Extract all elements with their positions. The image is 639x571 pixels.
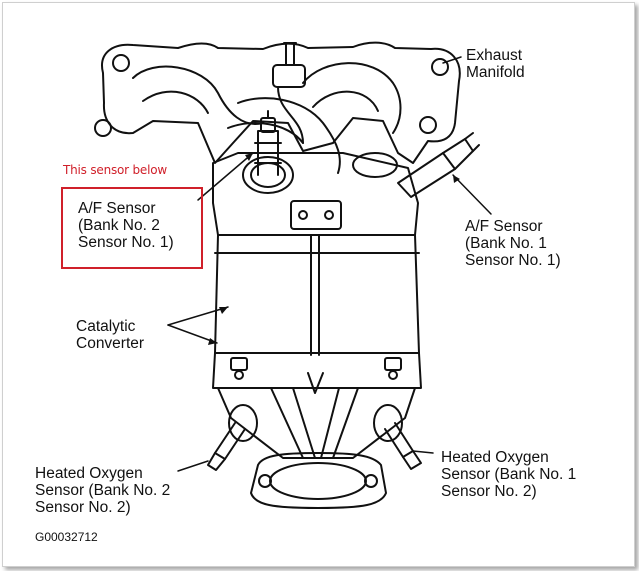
flange-bolt-hole	[419, 116, 437, 134]
outlet-flange	[250, 452, 387, 509]
converter-lower-cone	[217, 387, 416, 459]
leader-catalytic-converter-lower	[167, 324, 218, 344]
top-stud	[283, 42, 297, 66]
ho2s-bank1-label: Heated Oxygen Sensor (Bank No. 1 Sensor …	[441, 449, 577, 500]
converter-upper-shell	[212, 152, 419, 236]
ho2s-bank1-body	[384, 422, 414, 458]
ho2s-bank1-boss	[373, 404, 403, 442]
ho2s-bank2-label: Heated Oxygen Sensor (Bank No. 2 Sensor …	[35, 465, 171, 516]
converter-center-seam	[310, 234, 320, 356]
flange-bolt-hole	[431, 58, 449, 76]
ho2s-bank2-body	[214, 422, 246, 460]
manifold-runner	[302, 62, 402, 134]
figure-code: G00032712	[35, 530, 98, 544]
converter-lower-band	[212, 352, 422, 389]
af-sensor-bank2-label: A/F Sensor (Bank No. 2 Sensor No. 1)	[78, 200, 174, 251]
af-sensor-bank1-label: A/F Sensor (Bank No. 1 Sensor No. 1)	[465, 218, 561, 269]
manifold-runner	[132, 65, 264, 125]
heat-clamp	[272, 64, 306, 88]
leader-exhaust-manifold	[442, 56, 462, 64]
annotation-text: This sensor below	[63, 163, 168, 177]
leader-catalytic-converter-upper	[167, 306, 229, 326]
flange-bolt-hole	[94, 119, 112, 137]
sensor-boss	[242, 156, 294, 194]
leader-ho2s-bank2	[177, 460, 209, 472]
highlight-box	[61, 187, 203, 269]
manifold-runner	[142, 90, 209, 114]
leader-af-bank2	[197, 152, 254, 201]
exhaust-manifold-catalytic-converter-drawing	[94, 41, 492, 509]
leader-ho2s-bank1	[412, 450, 434, 454]
flange-bolt-hole	[112, 54, 130, 72]
manifold-runner	[312, 90, 379, 112]
leader-af-bank1	[452, 174, 492, 215]
manifold-runner	[227, 122, 304, 144]
mounting-bracket	[290, 200, 342, 230]
manifold-flange	[101, 41, 461, 164]
ho2s-bank2-boss	[228, 404, 258, 442]
manifold-runner	[237, 97, 341, 174]
catalytic-converter-label: Catalytic Converter	[76, 318, 145, 352]
exhaust-manifold-label: Exhaust Manifold	[466, 47, 525, 81]
sensor-boss	[352, 152, 398, 178]
